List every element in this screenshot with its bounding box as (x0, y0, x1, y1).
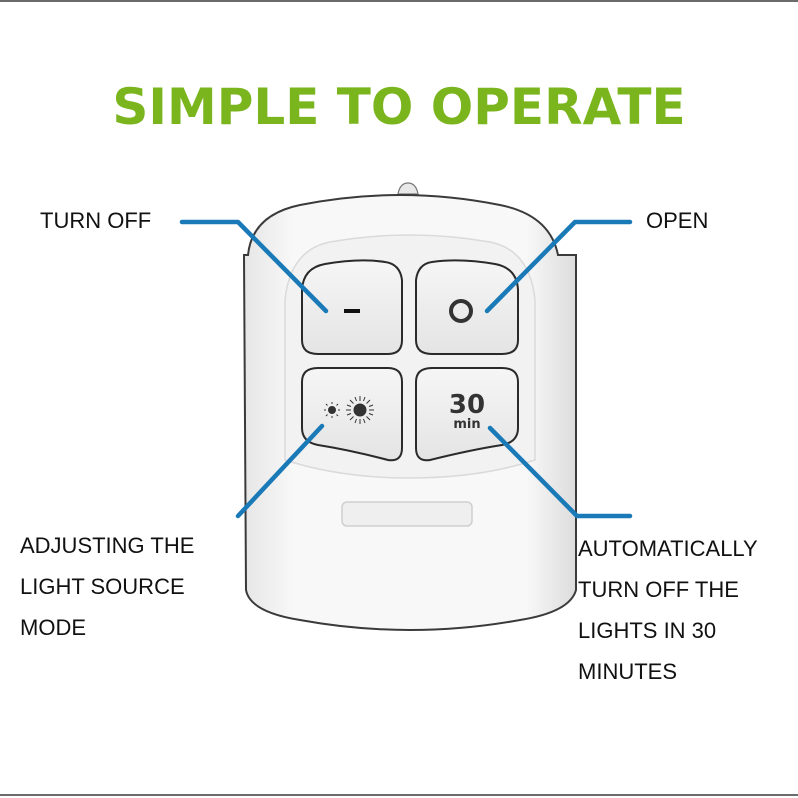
callout-line: OPEN (646, 208, 709, 233)
leader-line-timer (487, 425, 633, 519)
callout-line: TURN OFF THE (578, 577, 739, 602)
brightness-low-icon (324, 402, 340, 418)
callout-open: OPEN (646, 200, 708, 241)
page-title: SIMPLE TO OPERATE (112, 78, 686, 136)
top-border (0, 0, 798, 2)
on-button (415, 259, 519, 355)
leader-line-open (484, 219, 633, 314)
minus-icon (344, 309, 360, 313)
callout-line: LIGHTS IN 30 (578, 618, 717, 643)
timer-button (415, 367, 519, 462)
callout-timer: AUTOMATICALLY TURN OFF THE LIGHTS IN 30 … (578, 528, 758, 692)
circle-icon (449, 299, 473, 323)
timer-min-label: min (453, 417, 481, 432)
mode-button (301, 367, 403, 462)
remote-slot (341, 501, 473, 527)
callout-line: MODE (20, 615, 86, 640)
leader-line-turn-off (179, 219, 329, 314)
callout-turn-off: TURN OFF (40, 200, 151, 241)
off-button (301, 259, 403, 355)
callout-line: LIGHT SOURCE (20, 574, 185, 599)
callout-line: ADJUSTING THE (20, 533, 195, 558)
leader-line-mode (235, 423, 325, 519)
brightness-high-icon (346, 396, 374, 424)
remote-nub (397, 182, 419, 195)
callout-line: MINUTES (578, 659, 677, 684)
timer-30-icon: 30 (448, 390, 486, 420)
bottom-border (0, 794, 798, 796)
callout-line: TURN OFF (40, 208, 152, 233)
callout-mode: ADJUSTING THE LIGHT SOURCE MODE (20, 525, 194, 648)
callout-line: AUTOMATICALLY (578, 536, 758, 561)
